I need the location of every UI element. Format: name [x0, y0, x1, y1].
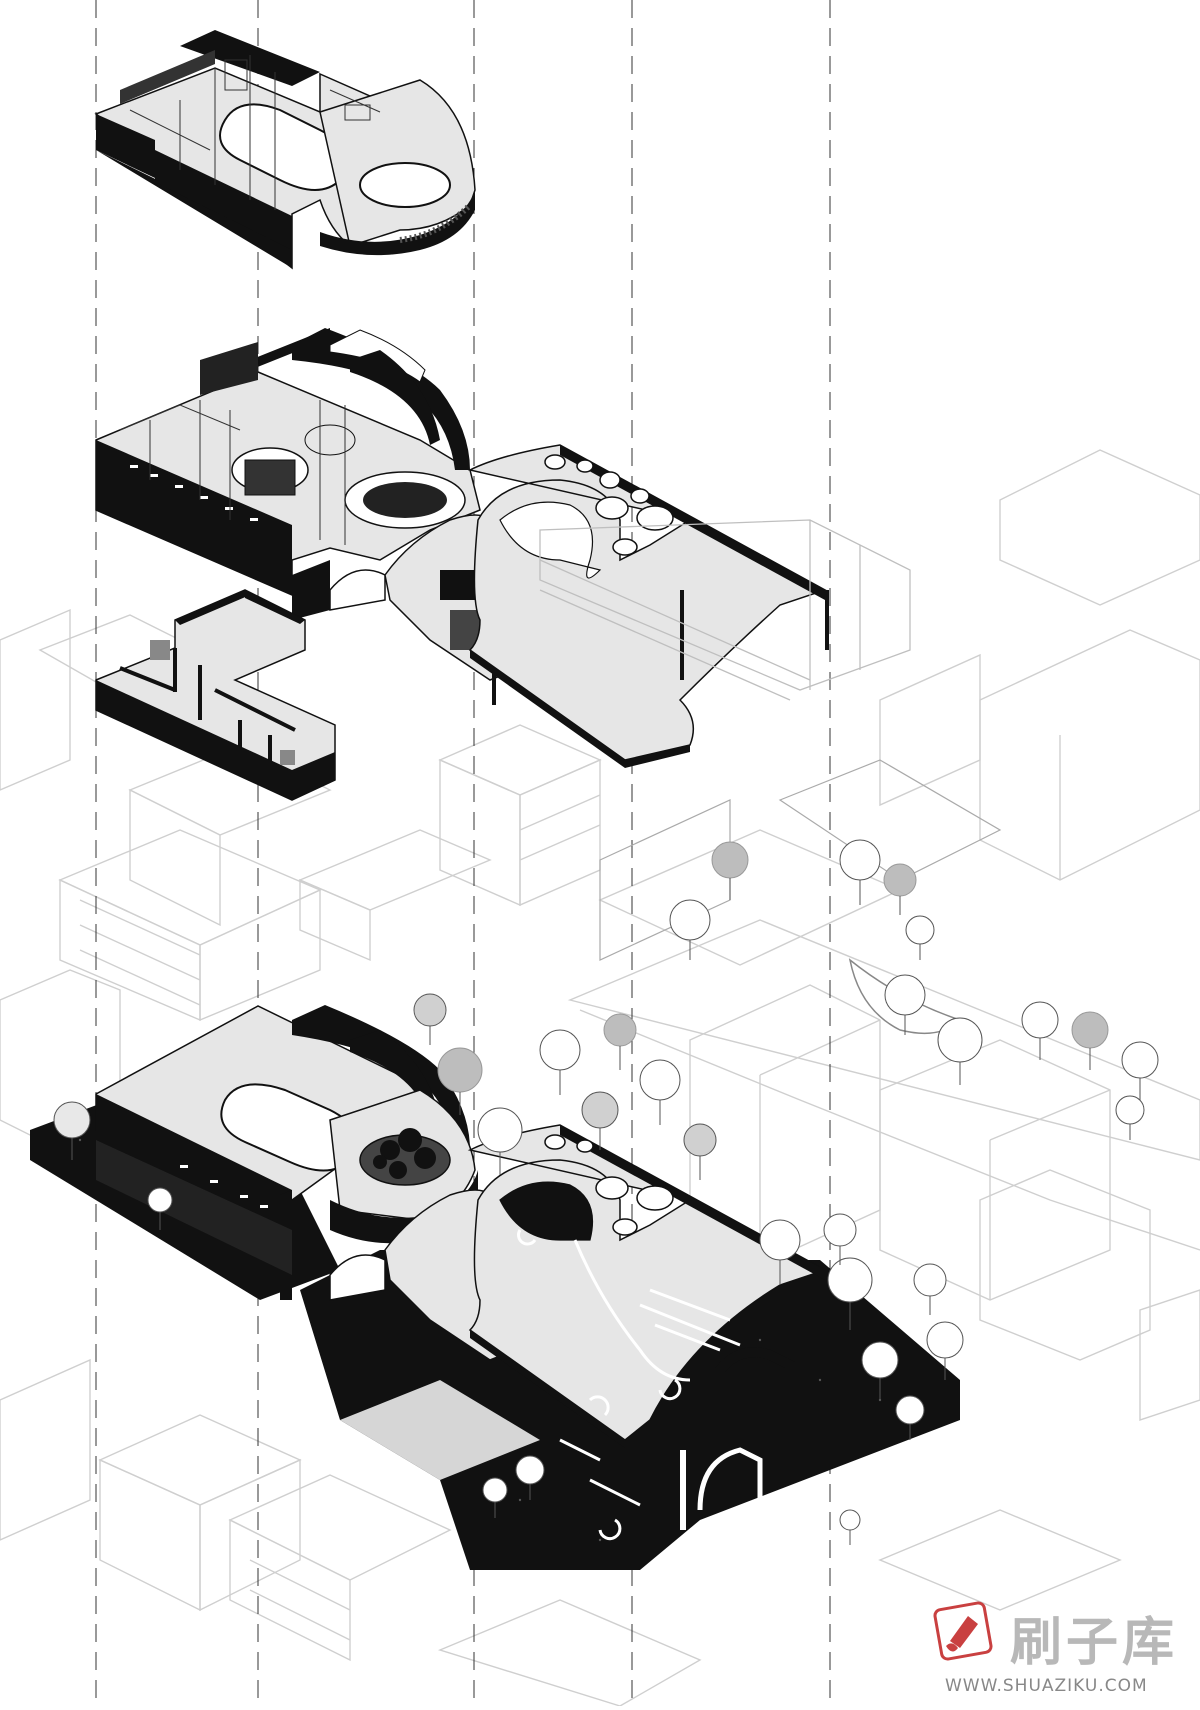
tree: [895, 1395, 925, 1440]
basement-plan: [95, 589, 336, 801]
tree: [1121, 1041, 1159, 1100]
upper-floor-plan: [94, 30, 476, 270]
alignment-dashed-lines: [95, 0, 831, 1706]
paintbrush-stamp-icon: [933, 1601, 993, 1661]
tree: [639, 1059, 681, 1125]
tree: [437, 1047, 483, 1115]
tree: [839, 1509, 861, 1545]
tree: [477, 1107, 523, 1175]
landscape-site-upper: [599, 759, 1002, 1035]
tree: [53, 1101, 91, 1160]
tree: [759, 1219, 801, 1285]
tree: [413, 993, 447, 1045]
tree: [839, 839, 881, 905]
context-buildings: [0, 449, 1200, 1707]
tree: [539, 1029, 581, 1095]
tree: [581, 1091, 619, 1150]
tree: [937, 1017, 983, 1085]
watermark-url: WWW.SHUAZIKU.COM: [945, 1676, 1148, 1696]
tree: [669, 899, 711, 960]
tree: [1071, 1011, 1109, 1070]
watermark-brand-text: 刷子库: [1010, 1613, 1179, 1673]
tree: [827, 1257, 873, 1330]
tree: [884, 974, 926, 1035]
tree: [926, 1321, 964, 1380]
assembled-building-site: [30, 1005, 960, 1570]
trees: [53, 839, 1159, 1545]
tree: [147, 1187, 173, 1230]
tree: [1115, 1095, 1145, 1140]
tree: [905, 915, 935, 960]
tree: [515, 1455, 545, 1500]
tree: [683, 1123, 717, 1180]
tree: [711, 841, 749, 900]
tree: [603, 1013, 637, 1070]
tree: [823, 1213, 857, 1265]
ground-floor-plan: [95, 328, 911, 768]
tree: [913, 1263, 947, 1315]
tree: [1021, 1001, 1059, 1060]
tree: [883, 863, 917, 915]
tree: [861, 1341, 899, 1400]
tree: [482, 1477, 508, 1518]
